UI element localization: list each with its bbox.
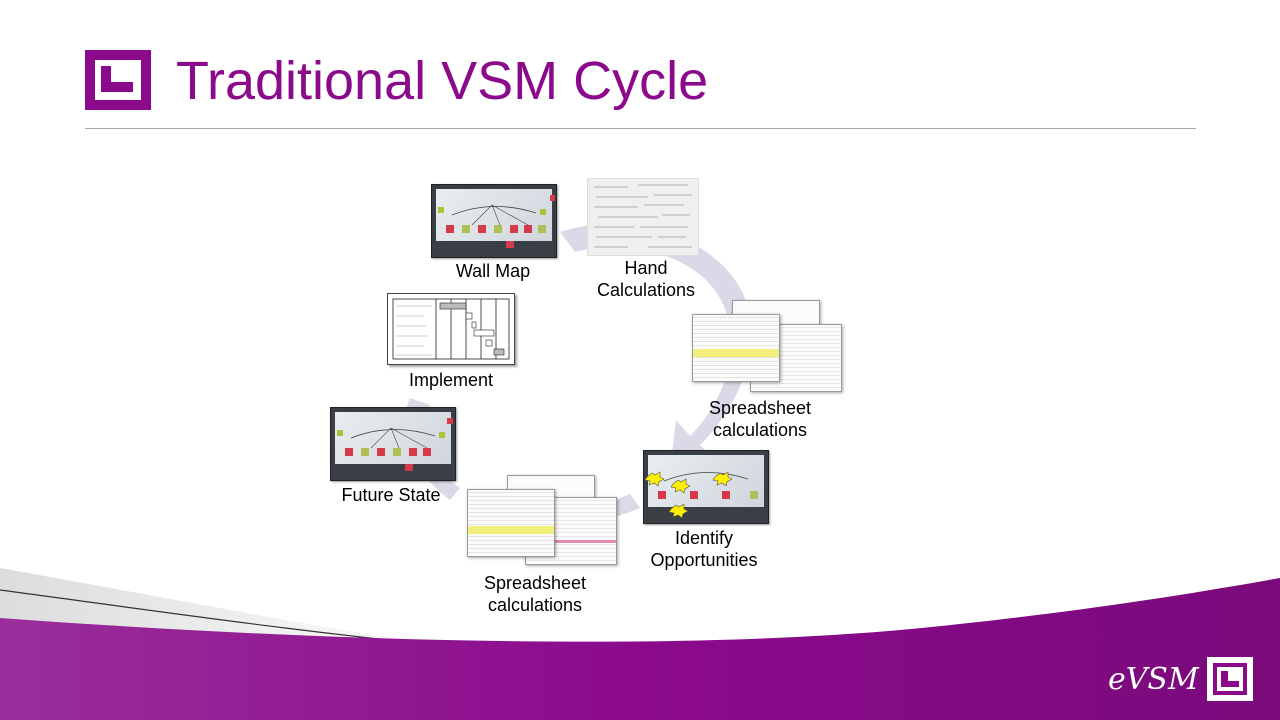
spreadsheet-image-1	[690, 300, 842, 392]
implement-gantt-image	[387, 293, 515, 365]
identify-opportunities-label: Identify Opportunities	[650, 528, 758, 570]
footer-brand-text: eVSM	[1108, 662, 1199, 697]
future-state-label: Future State	[341, 485, 441, 505]
wall-map-image	[431, 184, 557, 258]
page-title: Traditional VSM Cycle	[176, 51, 709, 111]
identify-opportunities-image	[643, 450, 769, 524]
wall-map-label: Wall Map	[455, 261, 531, 281]
spreadsheet-calculations-label-1: Spreadsheet calculations	[708, 398, 812, 440]
purple-swoosh	[0, 578, 1280, 720]
evsm-logo-icon	[1207, 657, 1253, 701]
spreadsheet-image-2	[465, 475, 617, 565]
cycle-arrow	[560, 223, 752, 470]
header-divider	[85, 128, 1196, 129]
future-state-image	[330, 407, 456, 481]
spreadsheet-calculations-label-2: Spreadsheet calculations	[483, 573, 587, 615]
hand-calculations-image	[587, 178, 699, 256]
hand-calculations-label: Hand Calculations	[596, 258, 696, 300]
implement-label: Implement	[408, 370, 494, 390]
header-logo-icon	[85, 50, 151, 110]
